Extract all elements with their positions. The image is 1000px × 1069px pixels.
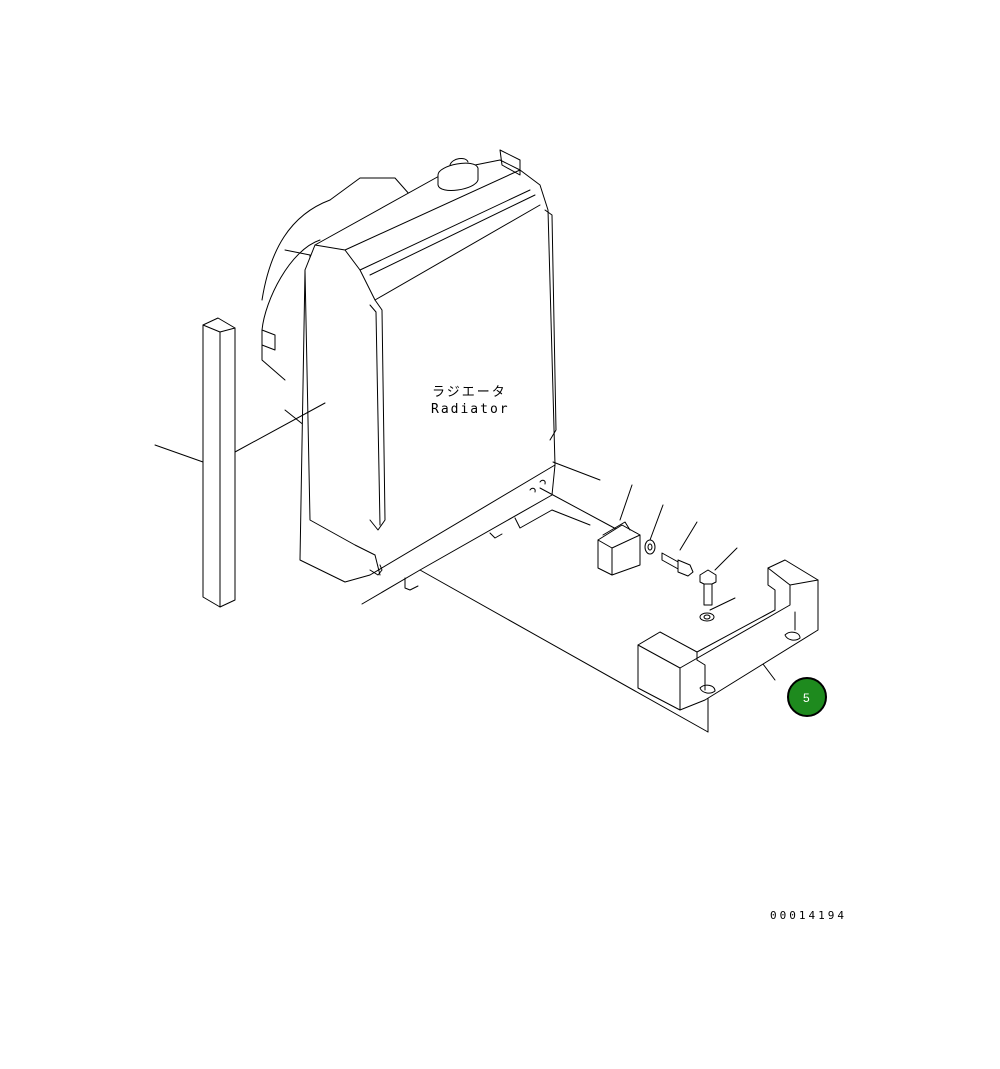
drawing-code: 00014194 — [770, 909, 847, 922]
bolt — [699, 569, 717, 606]
washer — [699, 612, 715, 622]
radiator-label-ja: ラジエータ — [432, 385, 507, 400]
support-frame — [637, 559, 819, 711]
callout-number: 5 — [803, 691, 810, 705]
base-plate — [361, 464, 709, 733]
bolt — [661, 552, 694, 577]
washer — [644, 539, 656, 555]
callout-badge-5[interactable]: 5 — [787, 677, 827, 717]
radiator — [299, 149, 557, 583]
radiator-label-en: Radiator — [431, 402, 510, 417]
side-post — [202, 317, 236, 608]
mount-bracket — [597, 521, 641, 576]
callout-circle — [787, 677, 827, 717]
leader-lines — [154, 402, 776, 681]
